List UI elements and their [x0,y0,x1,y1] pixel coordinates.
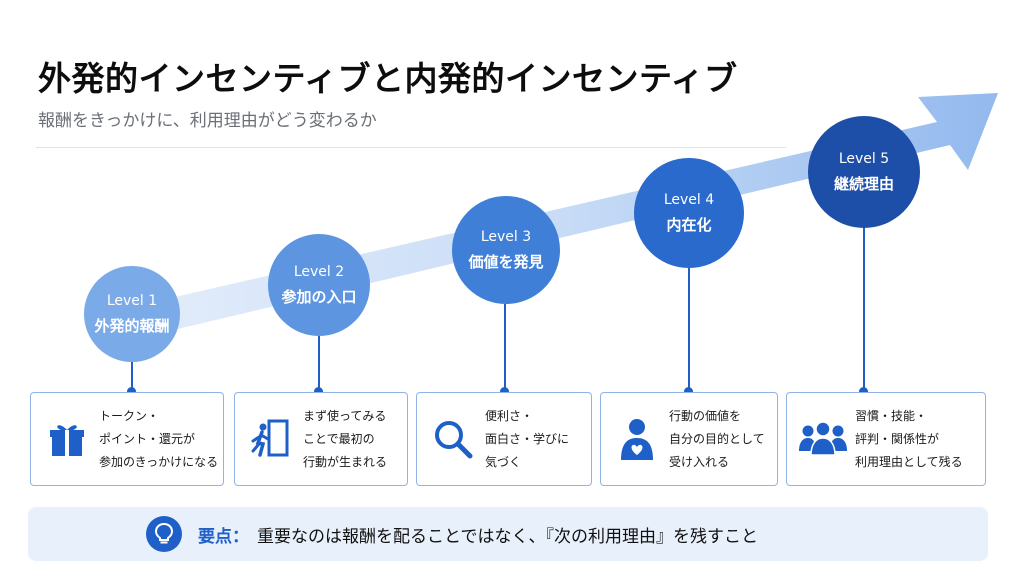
level-5-card: 習慣・技能・ 評判・関係性が 利用理由として残る [786,392,986,486]
group-icon [797,413,849,465]
level-4-description: 行動の価値を 自分の目的として 受け入れる [669,408,765,469]
level-4-circle: Level 4 内在化 [634,158,744,268]
level-2-connector [318,336,320,392]
key-point-text: 重要なのは報酬を配ることではなく、『次の利用理由』を残すこと [257,526,758,547]
level-1-number: Level 1 [106,292,158,309]
level-3-connector [504,304,506,392]
page-subtitle: 報酬をきっかけに、利用理由がどう変わるか [38,111,377,131]
level-1-dot [127,387,136,396]
level-1-circle: Level 1 外発的報酬 [84,266,180,362]
level-5-connector [863,228,865,392]
level-3-number: Level 3 [480,228,532,245]
key-point-label: 要点： [198,526,249,547]
level-2-description: まず使ってみる ことで最初の 行動が生まれる [303,408,388,469]
level-3-description: 便利さ・ 面白さ・学びに 気づく [485,408,570,469]
person-heart-icon [611,413,663,465]
level-5-number: Level 5 [838,150,890,167]
level-5-description: 習慣・技能・ 評判・関係性が 利用理由として残る [855,408,963,469]
level-4-number: Level 4 [663,191,715,208]
level-4-card: 行動の価値を 自分の目的として 受け入れる [600,392,778,486]
search-icon [427,413,479,465]
level-4-dot [684,387,693,396]
level-2-circle: Level 2 参加の入口 [268,234,370,336]
level-5-dot [859,387,868,396]
level-3-name: 価値を発見 [468,253,544,272]
page-title: 外発的インセンティブと内発的インセンティブ [38,59,738,98]
gift-icon [41,413,93,465]
level-2-card: まず使ってみる ことで最初の 行動が生まれる [234,392,408,486]
level-3-circle: Level 3 価値を発見 [452,196,560,304]
level-5-circle: Level 5 継続理由 [808,116,920,228]
level-3-card: 便利さ・ 面白さ・学びに 気づく [416,392,592,486]
level-5-name: 継続理由 [833,175,894,194]
level-1-connector [131,362,133,392]
lightbulb-icon [146,516,182,552]
level-4-name: 内在化 [666,216,712,235]
level-2-name: 参加の入口 [281,288,357,307]
level-1-description: トークン・ ポイント・還元が 参加のきっかけになる [99,408,219,469]
level-2-number: Level 2 [293,263,345,280]
level-1-name: 外発的報酬 [94,317,170,336]
level-4-connector [688,268,690,392]
level-1-card: トークン・ ポイント・還元が 参加のきっかけになる [30,392,224,486]
level-3-dot [500,387,509,396]
title-divider [36,147,786,148]
door-entry-icon [245,413,297,465]
level-2-dot [314,387,323,396]
key-point-banner: 要点： 重要なのは報酬を配ることではなく、『次の利用理由』を残すこと [28,507,988,561]
